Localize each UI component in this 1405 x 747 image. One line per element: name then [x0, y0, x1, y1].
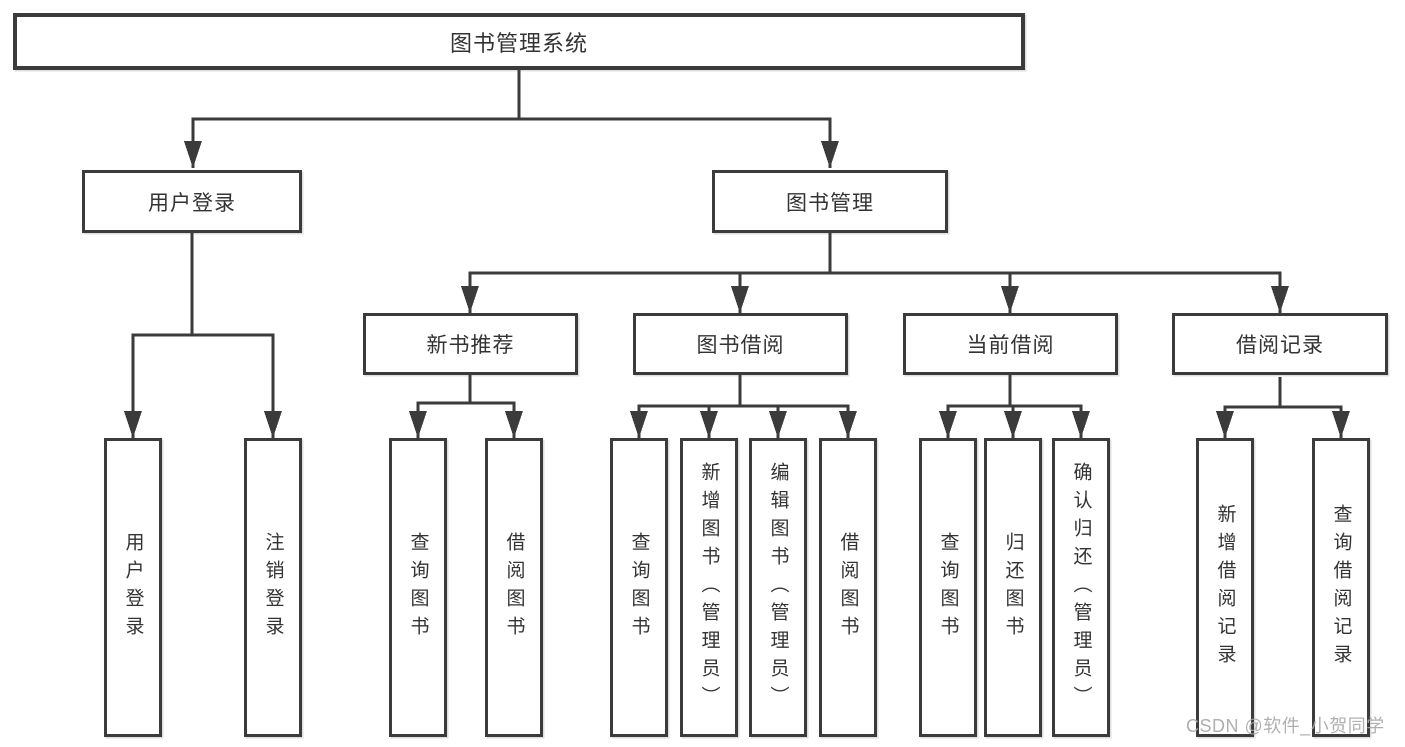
arrowhead: [461, 286, 479, 313]
arrowhead: [731, 286, 749, 313]
node-new-book-recommend: 新书推荐: [363, 313, 578, 375]
arrowhead: [939, 411, 957, 438]
node-label: 用户登录: [122, 531, 144, 644]
node-label: 借阅图书: [837, 531, 859, 644]
arrowhead: [1004, 411, 1022, 438]
connector-line: [1223, 405, 1343, 438]
node-leaf-confirm-return-admin: 确认归还（管理员）: [1052, 438, 1110, 737]
arrowhead: [124, 411, 142, 438]
connector-borrow-record-to-children: [1216, 377, 1350, 438]
connector-book-borrow-to-children: [630, 375, 857, 438]
node-user-login: 用户登录: [82, 170, 302, 233]
node-system-root: 图书管理系统: [13, 13, 1025, 70]
node-label: 归还图书: [1002, 531, 1024, 644]
connector-user-login-to-children: [124, 233, 282, 438]
arrowhead: [1001, 286, 1019, 313]
node-leaf-user-login: 用户登录: [104, 438, 162, 737]
connector-new-book-to-children: [409, 375, 523, 438]
node-label: 查询借阅记录: [1330, 503, 1352, 672]
node-label: 编辑图书（管理员）: [767, 461, 789, 714]
arrowhead: [1271, 286, 1289, 313]
connector-book-mgmt-to-level3: [461, 233, 1289, 313]
node-label: 当前借阅: [966, 334, 1055, 357]
node-borrow-record: 借阅记录: [1172, 313, 1388, 375]
connector-line: [468, 271, 1282, 313]
node-current-borrow: 当前借阅: [903, 313, 1118, 375]
arrowhead: [505, 411, 523, 438]
node-leaf-query-book-2: 查询图书: [610, 438, 668, 737]
node-label: 查询图书: [937, 531, 959, 644]
node-leaf-query-borrow-record: 查询借阅记录: [1312, 438, 1370, 737]
node-label: 借阅记录: [1236, 334, 1324, 357]
node-leaf-query-book-1: 查询图书: [389, 438, 447, 737]
arrowhead: [1332, 411, 1350, 438]
node-leaf-add-borrow-record: 新增借阅记录: [1196, 438, 1254, 737]
node-book-management: 图书管理: [712, 170, 948, 233]
connector-line: [191, 117, 832, 168]
arrowhead: [700, 411, 718, 438]
arrowhead: [630, 411, 648, 438]
node-leaf-logout: 注销登录: [244, 438, 302, 737]
node-label: 新增借阅记录: [1214, 503, 1236, 672]
node-label: 新书推荐: [426, 334, 515, 357]
arrowhead: [409, 411, 427, 438]
node-label: 确认归还（管理员）: [1070, 461, 1092, 714]
connector-root-to-level2: [184, 69, 839, 168]
node-label: 图书管理: [786, 191, 874, 215]
node-label: 查询图书: [628, 531, 650, 644]
node-leaf-edit-book-admin: 编辑图书（管理员）: [749, 438, 807, 737]
node-leaf-query-book-3: 查询图书: [919, 438, 977, 737]
node-leaf-return-book: 归还图书: [984, 438, 1042, 737]
node-label: 借阅图书: [503, 531, 525, 644]
connector-line: [637, 404, 850, 438]
connector-line: [416, 401, 516, 438]
arrowhead: [1216, 411, 1234, 438]
arrowhead: [839, 411, 857, 438]
arrowhead: [1072, 411, 1090, 438]
arrowhead: [769, 411, 787, 438]
node-label: 新增图书（管理员）: [698, 461, 720, 714]
node-leaf-borrow-book-1: 借阅图书: [485, 438, 543, 737]
arrowhead: [821, 141, 839, 168]
node-book-borrow: 图书借阅: [633, 313, 848, 375]
node-label: 图书借阅: [696, 334, 785, 357]
node-leaf-borrow-book-2: 借阅图书: [819, 438, 877, 737]
csdn-watermark: CSDN @软件_小贺同学: [1186, 716, 1385, 736]
node-leaf-add-book-admin: 新增图书（管理员）: [680, 438, 738, 737]
node-label: 查询图书: [407, 531, 429, 644]
node-label: 注销登录: [262, 531, 284, 644]
arrowhead: [264, 411, 282, 438]
connector-line: [131, 333, 275, 438]
node-label: 图书管理系统: [449, 30, 588, 56]
arrowhead: [184, 141, 202, 168]
node-label: 用户登录: [148, 191, 236, 215]
connector-current-borrow-to-children: [939, 375, 1090, 438]
